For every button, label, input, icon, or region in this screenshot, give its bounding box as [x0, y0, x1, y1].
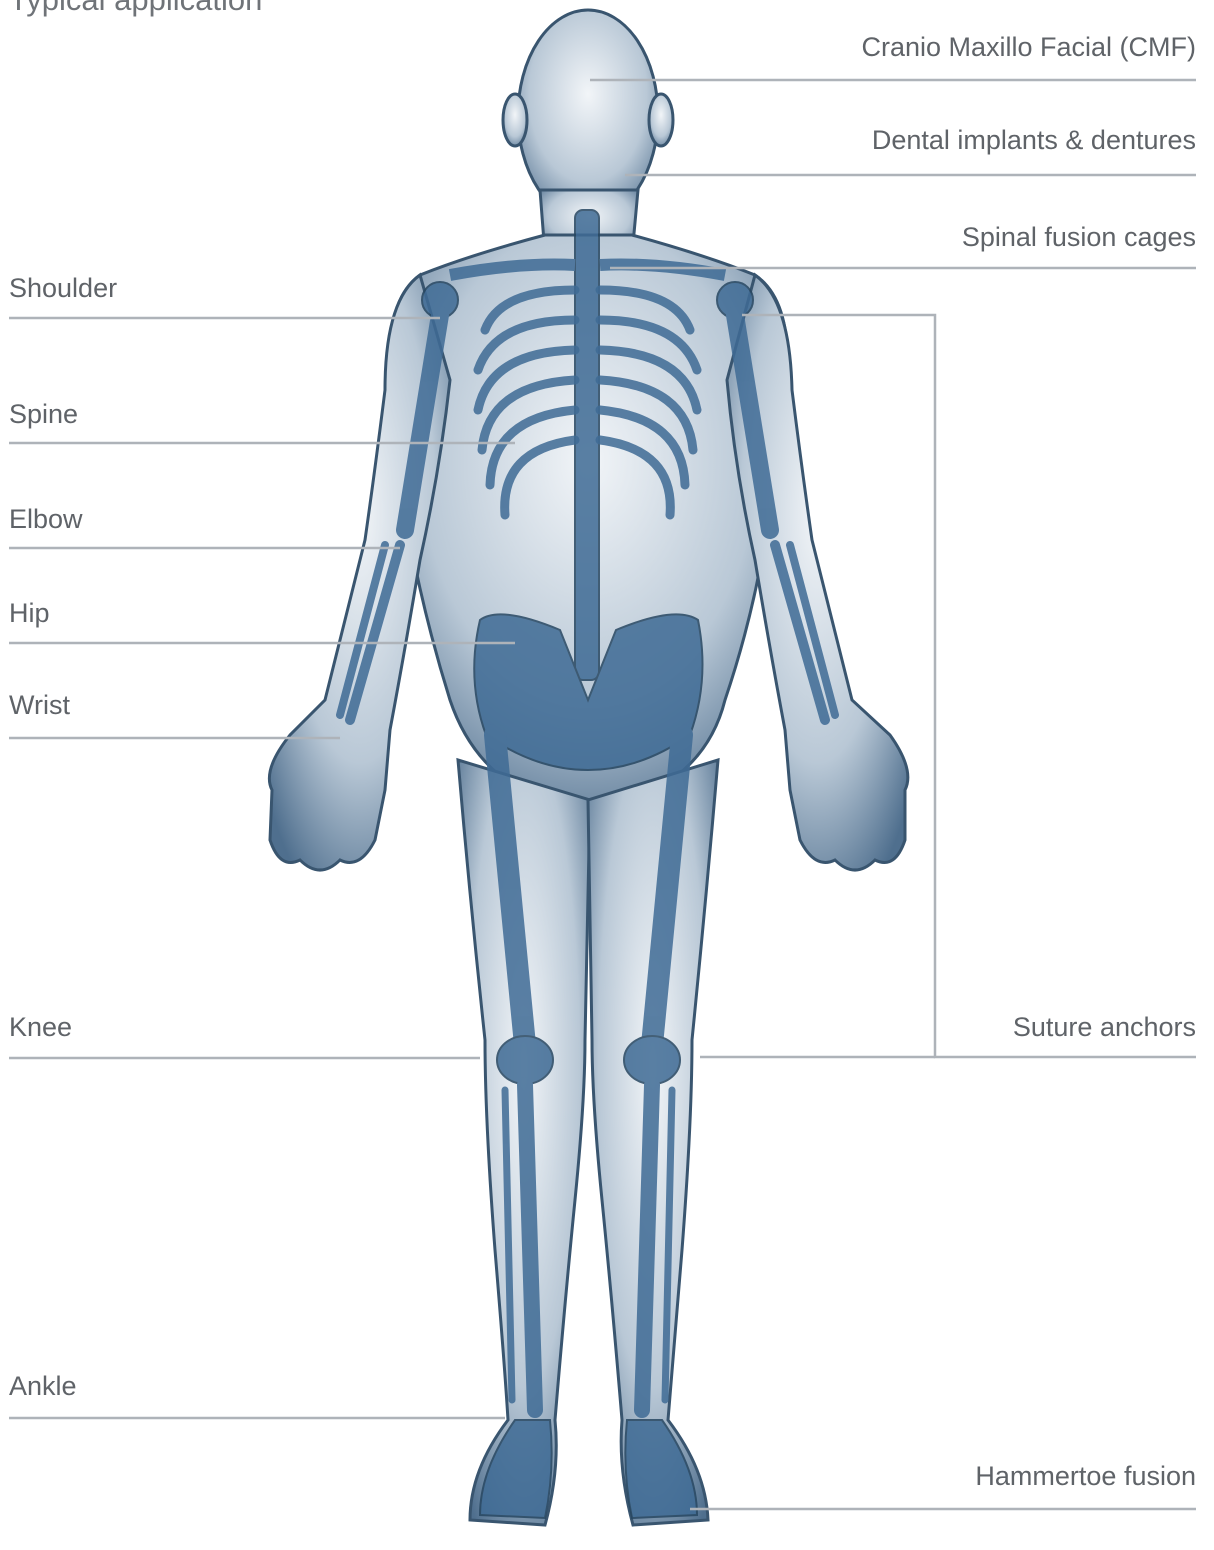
callout-knee: Knee — [9, 1011, 72, 1043]
callout-spinal-fusion: Spinal fusion cages — [962, 221, 1196, 253]
callout-ankle: Ankle — [9, 1370, 77, 1402]
page-title: Typical application — [9, 0, 262, 18]
callout-hip: Hip — [9, 597, 50, 629]
callout-elbow: Elbow — [9, 503, 83, 535]
callout-dental: Dental implants & dentures — [872, 124, 1196, 156]
callout-shoulder: Shoulder — [9, 272, 117, 304]
callout-spine: Spine — [9, 398, 78, 430]
callout-suture-anchors: Suture anchors — [1013, 1011, 1196, 1043]
callout-wrist: Wrist — [9, 689, 70, 721]
callout-cmf: Cranio Maxillo Facial (CMF) — [861, 31, 1196, 63]
callout-hammertoe: Hammertoe fusion — [975, 1460, 1196, 1492]
